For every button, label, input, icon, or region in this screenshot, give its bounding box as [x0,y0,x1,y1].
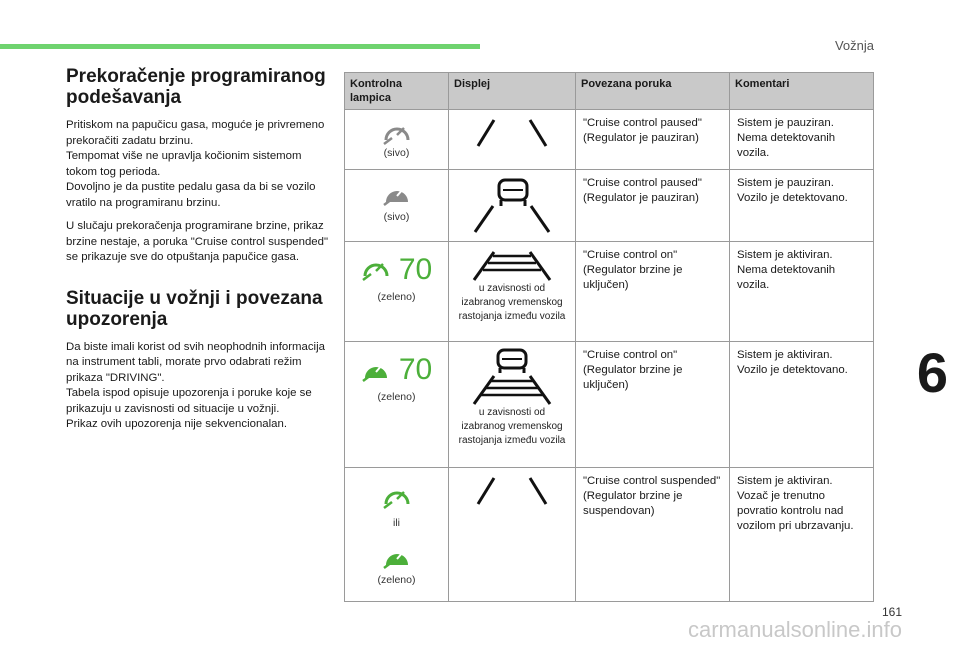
comment-cell: Sistem je pauziran. Vozilo je detektovan… [729,169,874,242]
lamp-cell: 70 (zeleno) [344,341,449,468]
heading-situations: Situacije u vožnji i povezana upozorenja [66,287,323,330]
page-number: 161 [881,605,902,619]
cruise-speedometer-icon [361,256,391,282]
lamp-cell: (sivo) [344,169,449,242]
watermark: carmanualsonline.info [687,617,902,642]
cruise-speedometer-icon [352,484,441,510]
lamp-cell: (sivo) [344,109,449,170]
section-label: Vožnja [834,38,874,53]
comment-cell: Sistem je aktiviran. Nema detektovanih v… [729,241,874,342]
vehicle-distance-bars-icon [456,348,568,406]
lane-lines-icon [456,116,568,150]
message-cell: "Cruise control paused" (Regulator je pa… [575,169,730,242]
paragraph: Pritiskom na papučicu gasa, moguće je pr… [66,119,325,209]
distance-bars-icon [456,248,568,282]
cruise-speedometer-filled-icon [361,356,391,382]
accent-bar [0,44,480,49]
table-row: (sivo) "Cruise control paused" (Regulato… [344,109,874,170]
display-cell: u zavisnosti od izabranog vremenskog ras… [448,241,576,342]
lamp-cell: ili (zeleno) [344,467,449,602]
comment-cell: Sistem je pauziran. Nema detektovanih vo… [729,109,874,170]
message-cell: "Cruise control paused" (Regulator je pa… [575,109,730,170]
display-cell [448,109,576,170]
col-header: Displej [448,72,576,110]
table-row: (sivo) "Cruise control paused" (Regulato… [344,169,874,242]
comment-cell: Sistem je aktiviran. Vozač je trenutno p… [729,467,874,602]
message-cell: "Cruise control on" (Regulator brzine je… [575,341,730,468]
paragraph: U slučaju prekoračenja programirane brzi… [66,220,328,263]
table-row: 70 (zeleno) u zavisnosti od izabranog vr… [344,241,874,342]
table-header-row: Kontrolna lampica Displej Povezana poruk… [344,72,874,110]
col-header: Komentari [729,72,874,110]
left-column: Prekoračenje programiranog podešavanja P… [66,66,328,441]
lane-lines-icon [456,474,568,508]
message-cell: "Cruise control on" (Regulator brzine je… [575,241,730,342]
set-speed: 70 [398,252,433,286]
cruise-speedometer-icon [352,120,441,146]
comment-cell: Sistem je aktiviran. Vozilo je detektova… [729,341,874,468]
display-cell: u zavisnosti od izabranog vremenskog ras… [448,341,576,468]
table-row: 70 (zeleno) u zavisnosti od izabranog vr… [344,341,874,468]
cruise-speedometer-filled-icon [352,180,441,206]
chapter-number: 6 [916,341,948,404]
warnings-table: Kontrolna lampica Displej Povezana poruk… [344,72,874,602]
col-header: Povezana poruka [575,72,730,110]
display-cell [448,467,576,602]
table-row: ili (zeleno) "Cruise control suspended" … [344,467,874,602]
paragraph: Da biste imali korist od svih neophodnih… [66,340,325,431]
set-speed: 70 [398,352,433,386]
lamp-cell: 70 (zeleno) [344,241,449,342]
col-header: Kontrolna lampica [344,72,449,110]
message-cell: "Cruise control suspended" (Regulator br… [575,467,730,602]
display-cell [448,169,576,242]
heading-override: Prekoračenje programiranog podešavanja [66,66,326,108]
vehicle-ahead-icon [456,176,568,234]
cruise-speedometer-filled-icon [352,543,441,569]
